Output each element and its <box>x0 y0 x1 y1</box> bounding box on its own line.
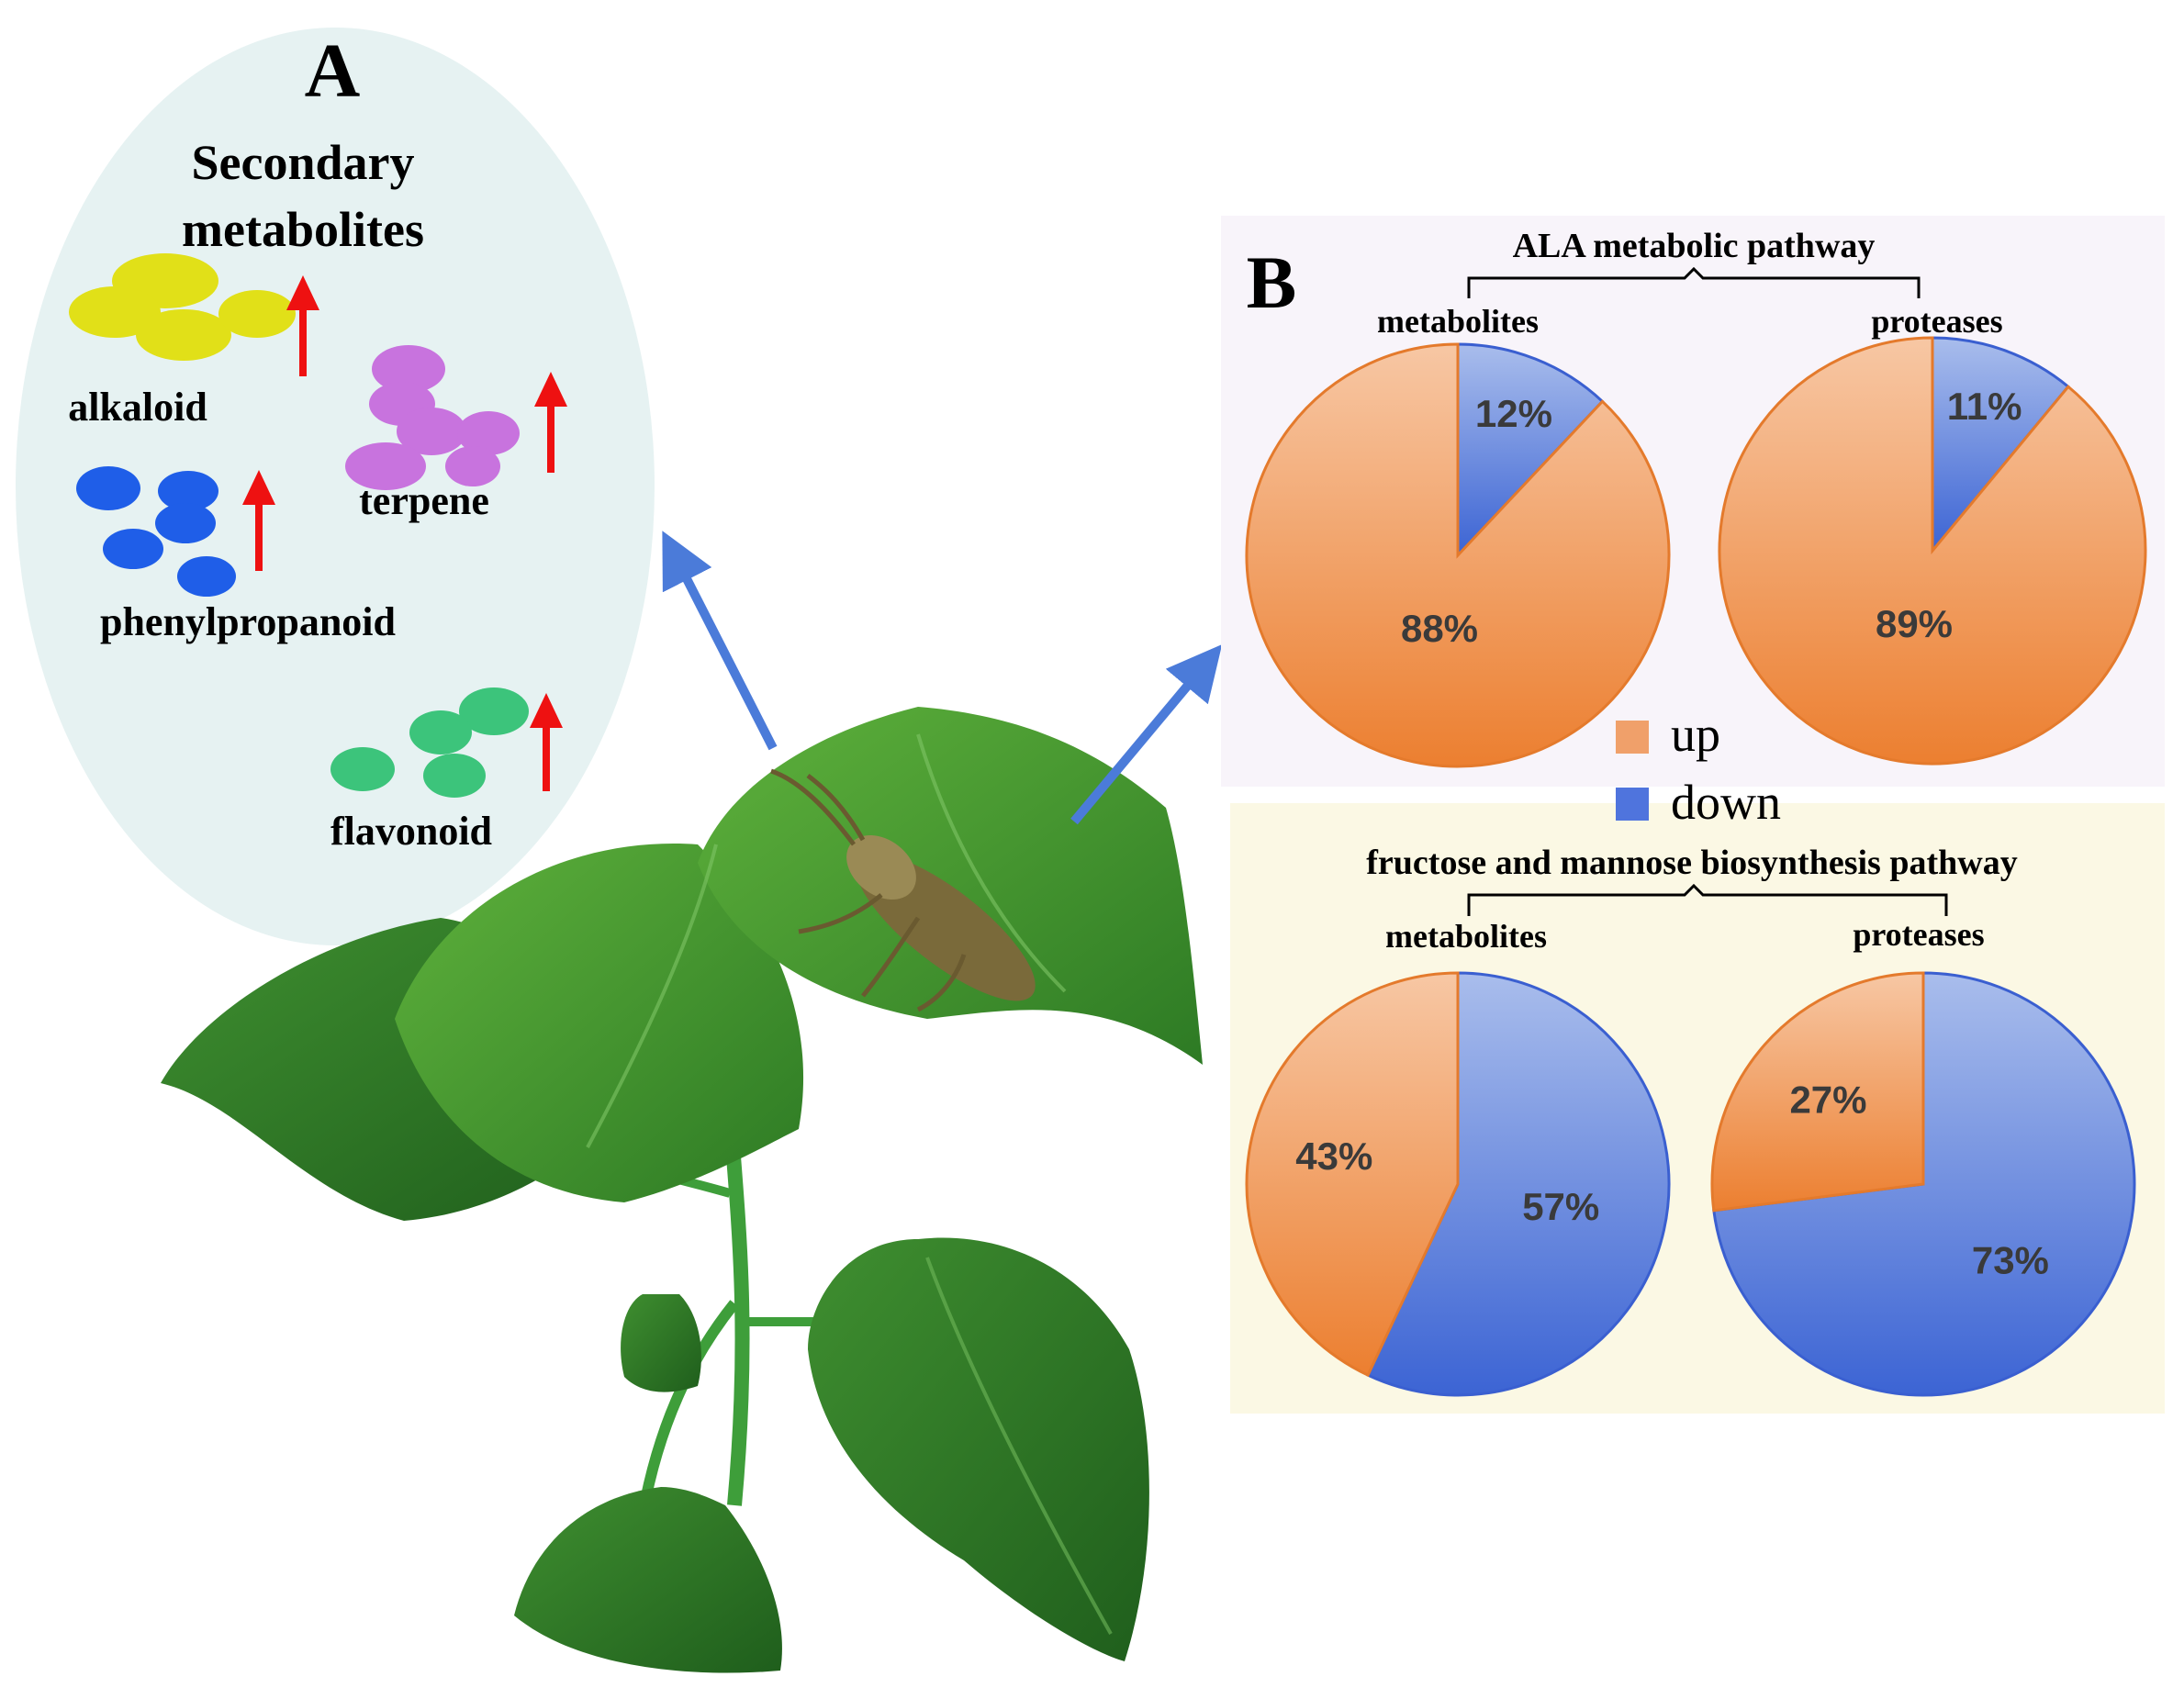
pie-slice-down <box>1931 336 2070 555</box>
panel-a-title-line1: Secondary <box>192 135 415 190</box>
ala-pathway-title: ALA metabolic pathway <box>1513 227 1876 265</box>
flavonoid-molecule-icon <box>330 687 529 798</box>
legend-up-label: up <box>1671 707 1720 762</box>
leaf-bottom <box>514 1487 782 1673</box>
panel-a-title-line2: metabolites <box>182 202 424 257</box>
panel-a-letter: A <box>305 28 361 114</box>
pie-slice-down <box>1366 971 1671 1397</box>
pie-data-label-down: 11% <box>1947 385 2022 428</box>
flavonoid-up-arrow-icon <box>530 693 563 791</box>
pie-data-label-up: 27% <box>1789 1079 1866 1122</box>
pie-data-label-up: 88% <box>1401 607 1478 650</box>
pie-ala-metabolites: 88% 12% <box>1245 342 1671 768</box>
pointer-arrow-to-panel-b <box>1070 643 1223 825</box>
pie-data-label-down: 73% <box>1972 1239 2049 1282</box>
pie-data-label-up: 43% <box>1295 1135 1372 1178</box>
phenylpropanoid-label: phenylpropanoid <box>100 599 396 644</box>
pie-slice-down <box>1456 342 1605 559</box>
panel-b-letter: B <box>1247 240 1297 324</box>
pie-slice-up <box>1245 971 1460 1378</box>
leaf-left-front <box>395 844 804 1202</box>
pie-fructose-proteases: 27% 73% <box>1710 971 2136 1397</box>
flavonoid-label: flavonoid <box>330 809 492 854</box>
legend-down-swatch <box>1616 788 1649 821</box>
ala-proteases-title: proteases <box>1871 303 2002 340</box>
pie-slice-up <box>1710 971 1925 1213</box>
pie-data-label-down: 57% <box>1522 1185 1599 1228</box>
pie-ala-proteases: 89% 11% <box>1718 336 2147 766</box>
terpene-up-arrow-icon <box>534 372 567 473</box>
leaf-small <box>621 1294 701 1392</box>
ala-pathway-bracket <box>1467 266 1921 298</box>
pie-slice-up <box>1718 336 2147 766</box>
legend-down-label: down <box>1671 775 1781 830</box>
phenylpropanoid-up-arrow-icon <box>242 470 275 571</box>
leaf-right-lower <box>808 1237 1149 1661</box>
ala-metabolites-title: metabolites <box>1377 303 1539 340</box>
fructose-proteases-title: proteases <box>1853 916 1984 953</box>
legend-up-swatch <box>1616 721 1649 754</box>
fructose-metabolites-title: metabolites <box>1385 918 1547 955</box>
terpene-label: terpene <box>359 478 489 523</box>
pie-data-label-down: 12% <box>1475 392 1552 435</box>
fructose-pathway-title: fructose and mannose biosynthesis pathwa… <box>1366 844 2017 882</box>
pie-fructose-metabolites: 43% 57% <box>1245 971 1671 1397</box>
terpene-molecule-icon <box>345 345 520 490</box>
fructose-pathway-bracket <box>1467 883 1948 916</box>
insect-icon <box>770 768 1036 1012</box>
pointer-arrow-to-panel-a <box>662 531 778 751</box>
alkaloid-up-arrow-icon <box>286 275 319 376</box>
phenylpropanoid-molecule-icon <box>76 466 236 597</box>
pie-slice-up <box>1245 342 1671 768</box>
pie-data-label-up: 89% <box>1876 602 1953 645</box>
alkaloid-label: alkaloid <box>68 385 207 430</box>
plant-illustration <box>161 707 1203 1673</box>
alkaloid-molecule-icon <box>69 253 296 361</box>
